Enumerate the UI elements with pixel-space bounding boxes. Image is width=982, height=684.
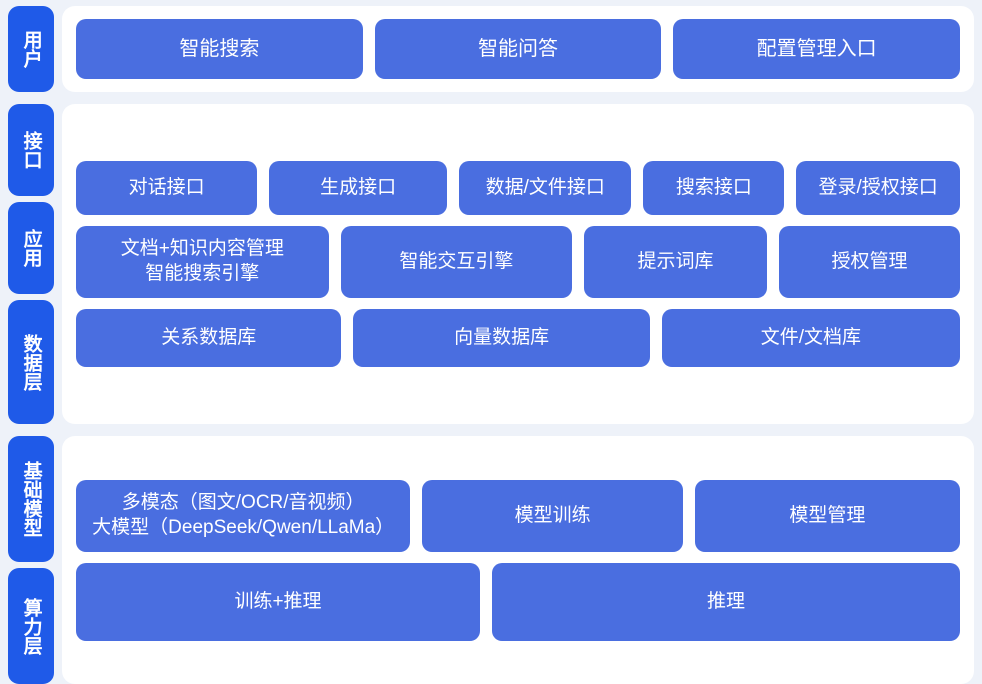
layer-label-user: 用户 [8,6,54,92]
card-training-and-inference[interactable]: 训练+推理 [76,562,480,641]
panel-user-layer: 智能搜索 智能问答 配置管理入口 [62,6,974,92]
section-infrastructure-layer: 基础模型 算力层 多模态（图文/OCR/音视频） 大模型（DeepSeek/Qw… [8,436,974,684]
card-search-interface[interactable]: 搜索接口 [643,161,785,215]
card-doc-knowledge-management[interactable]: 文档+知识内容管理 智能搜索引擎 [76,226,329,298]
panel-core-layer: 对话接口 生成接口 数据/文件接口 搜索接口 登录/授权接口 文档+知识内容管理… [62,104,974,424]
card-data-file-interface[interactable]: 数据/文件接口 [459,161,632,215]
card-model-management[interactable]: 模型管理 [694,479,960,552]
section-core-layer: 接口 应用 数据层 对话接口 生成接口 数据/文件接口 搜索接口 登录/授权接口… [8,104,974,424]
card-relational-database[interactable]: 关系数据库 [76,309,342,367]
card-inference[interactable]: 推理 [491,562,960,641]
label-column-user-layer: 用户 [8,6,54,92]
card-generation-interface[interactable]: 生成接口 [269,161,448,215]
architecture-diagram: 用户 智能搜索 智能问答 配置管理入口 接口 应用 数据层 对话接口 生成接口 … [8,6,974,684]
card-vector-database[interactable]: 向量数据库 [353,309,650,367]
row-applications: 文档+知识内容管理 智能搜索引擎 智能交互引擎 提示词库 授权管理 [76,226,960,298]
row-user-entries: 智能搜索 智能问答 配置管理入口 [76,19,961,79]
card-model-training[interactable]: 模型训练 [422,479,683,552]
row-data-stores: 关系数据库 向量数据库 文件/文档库 [76,309,960,367]
card-dialog-interface[interactable]: 对话接口 [76,161,258,215]
row-compute-resources: 训练+推理 推理 [76,562,960,641]
card-authorization-management[interactable]: 授权管理 [778,226,960,298]
layer-label-compute: 算力层 [8,568,54,684]
label-column-core-layer: 接口 应用 数据层 [8,104,54,424]
layer-label-application: 应用 [8,202,54,294]
card-prompt-library[interactable]: 提示词库 [584,226,767,298]
panel-infrastructure-layer: 多模态（图文/OCR/音视频） 大模型（DeepSeek/Qwen/LLaMa）… [62,436,974,684]
card-intelligent-interaction-engine[interactable]: 智能交互引擎 [340,226,573,298]
label-column-infrastructure-layer: 基础模型 算力层 [8,436,54,684]
row-foundation-models: 多模态（图文/OCR/音视频） 大模型（DeepSeek/Qwen/LLaMa）… [76,479,960,552]
card-login-auth-interface[interactable]: 登录/授权接口 [796,161,960,215]
section-user-layer: 用户 智能搜索 智能问答 配置管理入口 [8,6,974,92]
row-api-interfaces: 对话接口 生成接口 数据/文件接口 搜索接口 登录/授权接口 [76,161,960,215]
card-file-document-store[interactable]: 文件/文档库 [661,309,960,367]
layer-label-foundation-model: 基础模型 [8,436,54,562]
card-intelligent-search[interactable]: 智能搜索 [76,19,363,79]
card-intelligent-qa[interactable]: 智能问答 [374,19,662,79]
layer-label-data: 数据层 [8,300,54,424]
card-multimodal-large-model[interactable]: 多模态（图文/OCR/音视频） 大模型（DeepSeek/Qwen/LLaMa） [76,479,411,552]
layer-label-interface: 接口 [8,104,54,196]
card-config-management-entry[interactable]: 配置管理入口 [673,19,961,79]
